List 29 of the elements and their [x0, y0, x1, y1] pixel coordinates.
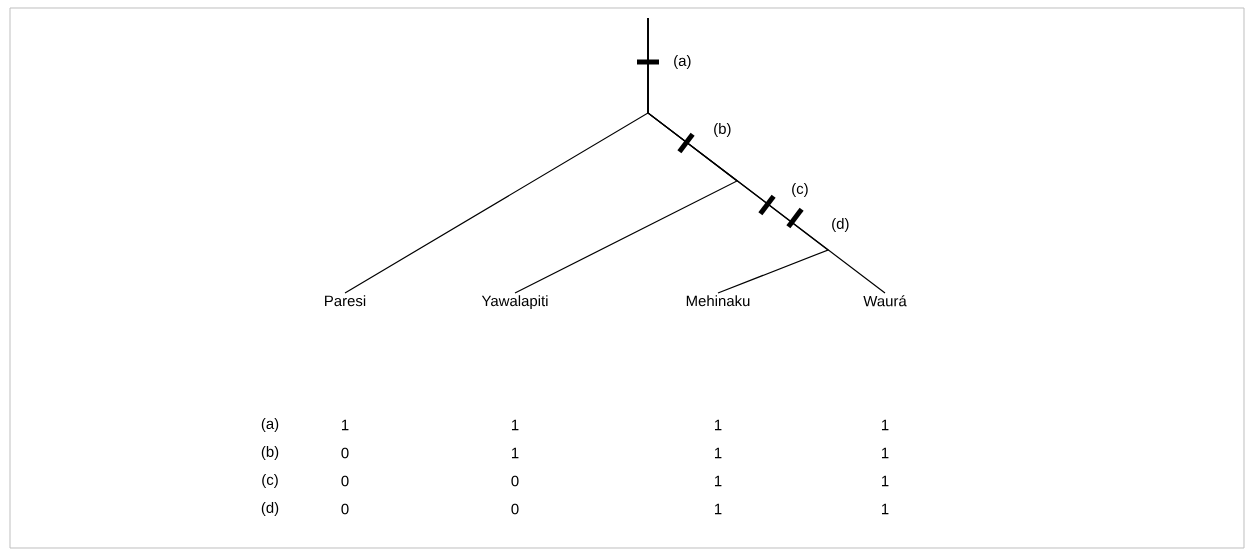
table-value: 0	[511, 475, 519, 487]
taxon-label: Mehinaku	[686, 295, 750, 307]
table-value: 0	[511, 503, 519, 515]
table-value: 1	[882, 503, 889, 515]
row-label: (d)	[261, 502, 279, 516]
table-value: 1	[512, 447, 519, 459]
taxon-label: Waurá	[863, 295, 907, 307]
table-value: 1	[342, 419, 349, 431]
table-value: 1	[715, 419, 722, 431]
table-value: 0	[341, 475, 349, 487]
table-value: 0	[341, 447, 349, 459]
row-label: (b)	[261, 446, 279, 460]
taxon-label: Yawalapiti	[481, 295, 548, 310]
table-value: 1	[715, 447, 722, 459]
table-value: 1	[882, 447, 889, 459]
table-value: 1	[882, 475, 889, 487]
tick-label: (c)	[792, 183, 808, 197]
tick-label: (d)	[832, 218, 849, 232]
table-value: 1	[882, 419, 889, 431]
taxon-label: Paresi	[325, 295, 366, 307]
row-label: (a)	[261, 418, 279, 432]
table-value: 0	[341, 503, 349, 515]
tick-label: (b)	[714, 123, 731, 137]
row-label: (c)	[262, 474, 278, 488]
tick-label: (a)	[674, 55, 691, 69]
table-value: 1	[715, 503, 722, 515]
tree-branch	[647, 17, 886, 294]
table-value: 1	[512, 419, 519, 431]
table-value: 1	[715, 475, 722, 487]
